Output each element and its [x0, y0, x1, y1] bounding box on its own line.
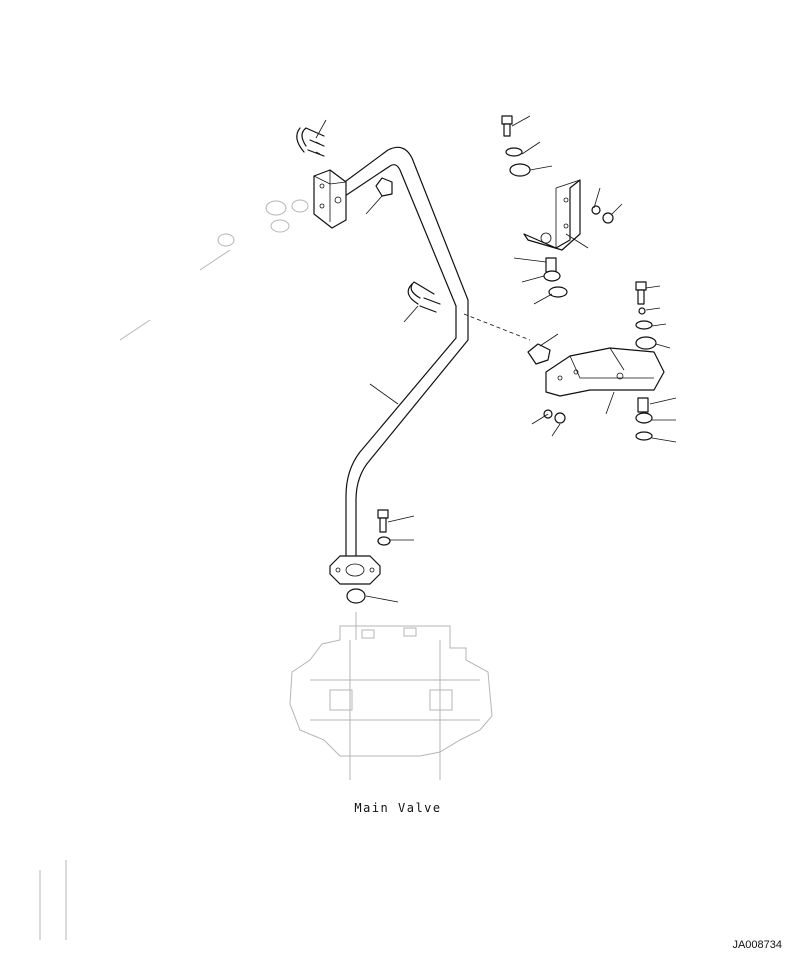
upper-bracket-hardware — [501, 115, 614, 298]
scan-artifact — [39, 860, 67, 940]
main-valve-label: Main Valve — [354, 801, 442, 815]
lower-flange — [329, 555, 381, 585]
drawing-code: JA008734 — [732, 939, 782, 951]
hydraulic-tube — [341, 146, 469, 556]
upper-clamp-pad — [375, 177, 393, 197]
lower-bracket — [545, 347, 665, 397]
middle-u-bolt — [407, 281, 441, 313]
ghost-hose-fittings — [119, 199, 309, 341]
lower-clamp-pad — [527, 343, 551, 365]
upper-bracket — [523, 179, 581, 251]
alignment-line — [463, 313, 531, 341]
upper-u-bolt — [296, 127, 325, 157]
flange-bolt — [377, 509, 391, 546]
upper-flange — [313, 169, 347, 229]
o-ring — [346, 588, 366, 604]
lower-bracket-hardware — [543, 281, 657, 441]
leader-lines — [315, 115, 677, 603]
main-valve-outline — [289, 612, 493, 780]
